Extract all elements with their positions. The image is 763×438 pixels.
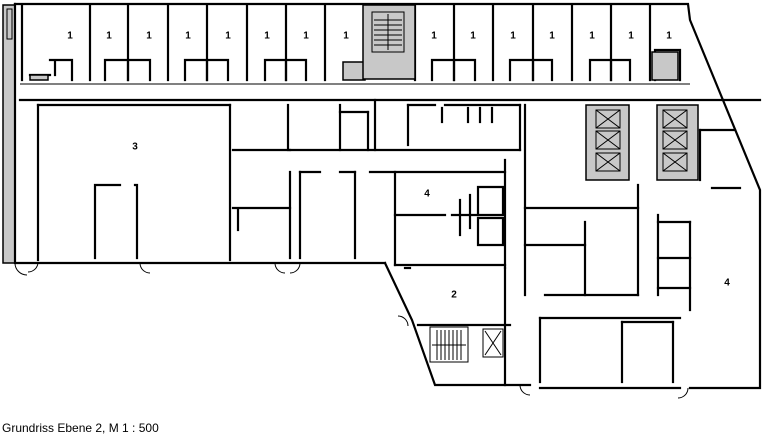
shaft-cores — [585, 104, 699, 181]
room-labels: 1 1 1 1 1 1 1 1 1 1 1 1 1 1 1 3 4 2 4 — [67, 31, 730, 301]
room-label-3: 3 — [132, 142, 138, 153]
room-label: 1 — [343, 31, 349, 42]
door-swings — [14, 261, 689, 399]
room-label: 1 — [303, 31, 309, 42]
room-2 — [416, 266, 512, 387]
outer-walls — [13, 2, 762, 390]
room-label: 1 — [146, 31, 152, 42]
room-label: 1 — [225, 31, 231, 42]
room-label: 1 — [67, 31, 73, 42]
room-3-hall — [36, 103, 232, 262]
room-label-2: 2 — [451, 290, 457, 301]
office-band — [18, 4, 762, 102]
room-label: 1 — [264, 31, 270, 42]
room-label: 1 — [185, 31, 191, 42]
plan-caption: Grundriss Ebene 2, M 1 : 500 — [2, 421, 159, 435]
right-rooms — [523, 103, 742, 384]
room-label: 1 — [510, 31, 516, 42]
room-label-4: 4 — [724, 278, 730, 289]
room-label: 1 — [589, 31, 595, 42]
room-label: 1 — [666, 31, 672, 42]
room-label: 1 — [431, 31, 437, 42]
room-label: 1 — [549, 31, 555, 42]
facade-detail — [6, 8, 13, 40]
facade-strip — [2, 4, 16, 264]
room-4-center — [368, 158, 507, 270]
room-label: 1 — [628, 31, 634, 42]
room-label: 1 — [106, 31, 112, 42]
room-label-4: 4 — [424, 189, 430, 200]
stair-core-top — [362, 4, 416, 80]
central-rooms — [231, 98, 522, 260]
room-label: 1 — [470, 31, 476, 42]
